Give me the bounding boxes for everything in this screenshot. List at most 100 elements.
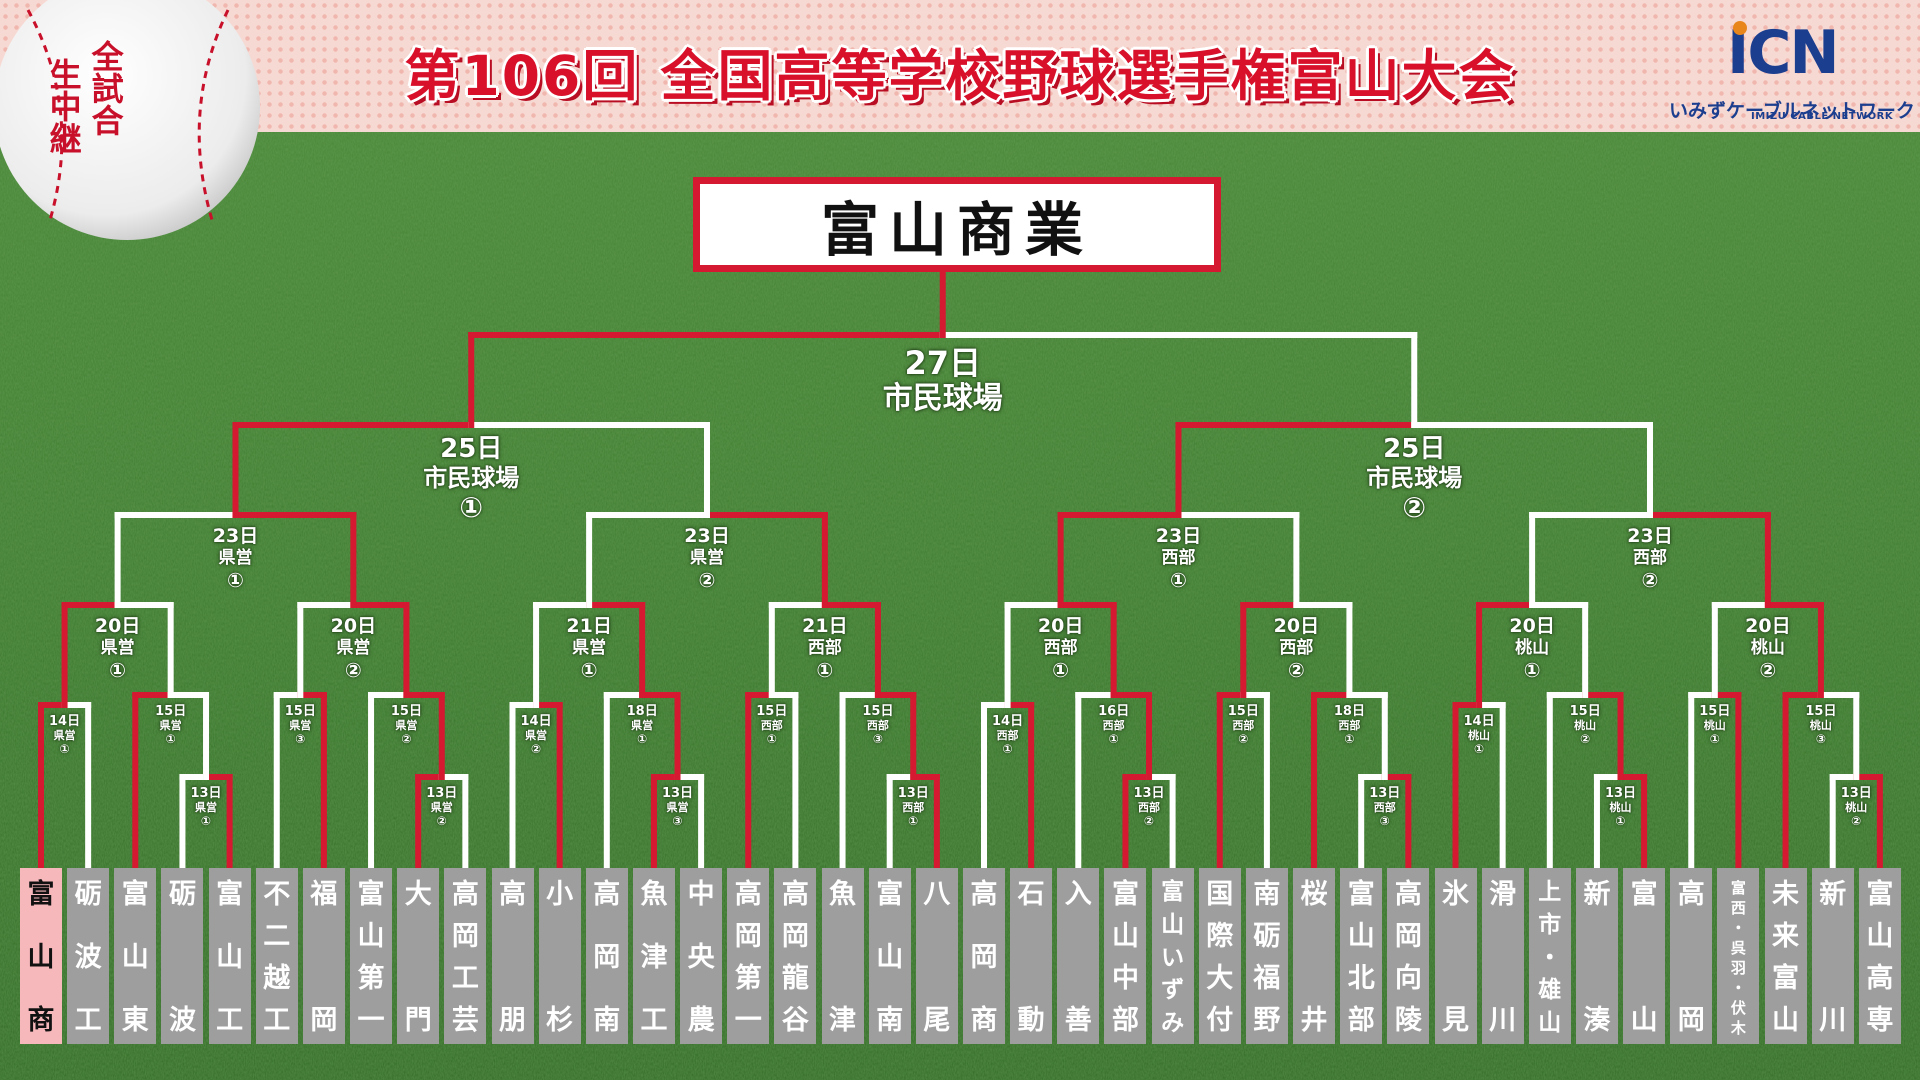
team-box: 富山北部	[1340, 868, 1383, 1044]
team-name-char: 山	[357, 921, 385, 952]
team-name-char: 向	[1394, 963, 1422, 994]
team-name-char: 富	[121, 879, 149, 910]
team-name-char: 富	[1772, 963, 1800, 994]
team-box: 不二越工	[255, 868, 298, 1044]
team-name-char: 川	[1819, 1005, 1847, 1036]
team-name-char: 岡	[1677, 1005, 1705, 1036]
team-box: 国際大付	[1198, 868, 1241, 1044]
match-label-num: ②	[1143, 813, 1155, 828]
team-box: 氷見	[1434, 868, 1477, 1044]
team-name-char: 八	[923, 879, 951, 910]
baseball-badge: 全試合 生中継	[0, 0, 265, 245]
team-name-char: 津	[640, 942, 668, 973]
team-name-char: 東	[121, 1005, 149, 1036]
team-name-char: 桜	[1300, 879, 1328, 910]
team-name-char: 高	[499, 879, 526, 910]
team-name-char: ・	[1730, 979, 1746, 997]
team-box: 高岡龍谷	[774, 868, 817, 1044]
match-label-date: 13日	[1133, 786, 1165, 801]
team-name-char: 農	[687, 1005, 715, 1036]
team-box: 小杉	[538, 868, 581, 1044]
team-box: 魚津工	[632, 868, 675, 1044]
match-label-venue: 西部	[1043, 637, 1078, 658]
team-name-char: 富	[1111, 879, 1139, 910]
team-name-char: 南	[593, 1005, 621, 1036]
match-label-date: 21日	[566, 615, 612, 637]
team-name-char: 岡	[451, 921, 479, 952]
match-label-venue: 桃山	[1515, 637, 1550, 658]
team-name-char: 小	[546, 879, 574, 910]
match-label-num: ①	[109, 658, 127, 683]
match-label-num: ①	[637, 731, 648, 746]
match-label-num: ①	[59, 741, 70, 756]
match-label-num: ①	[908, 813, 919, 828]
team-name-char: 高	[1677, 879, 1705, 910]
team-box: 富山中部	[1104, 868, 1147, 1044]
match-label-date: 13日	[897, 786, 929, 801]
match-label-date: 25日	[1383, 434, 1446, 464]
match-label-date: 13日	[1840, 786, 1872, 801]
team-name-char: 第	[734, 963, 762, 994]
team-box: 高岡商	[963, 868, 1005, 1044]
team-name-char: み	[1161, 1010, 1185, 1036]
team-name-char: 入	[1064, 879, 1092, 910]
team-name-char: ・	[1730, 919, 1746, 937]
team-box: 上市・雄山	[1528, 868, 1571, 1044]
team-name-char: 市	[1538, 911, 1562, 938]
match-label-date: 23日	[1627, 525, 1673, 547]
team-name-char: 氷	[1442, 879, 1469, 910]
match-label-venue: 桃山	[1703, 718, 1726, 732]
team-name-char: 善	[1064, 1005, 1092, 1036]
team-name-char: 北	[1347, 963, 1375, 994]
match-label-date: 25日	[440, 434, 503, 464]
team-box: 中央農	[680, 868, 723, 1044]
team-name-char: 福	[1253, 963, 1281, 994]
team-name-char: 山	[1347, 921, 1375, 952]
match-label-date: 23日	[1155, 525, 1202, 547]
match-label-num: ②	[1238, 731, 1249, 746]
match-label-num: ③	[872, 731, 883, 746]
team-name-char: 高	[1866, 963, 1894, 994]
header-banner: 第106回 全国高等学校野球選手権富山大会 ICN いみずケーブルネットワーク …	[0, 0, 1920, 132]
match-label-date: 21日	[802, 615, 848, 637]
team-name-char: 山	[1538, 1010, 1562, 1036]
match-label-num: ②	[401, 731, 412, 746]
match-label-num: ②	[1402, 491, 1427, 525]
match-label-num: ②	[344, 658, 362, 683]
match-label-num: ①	[1108, 731, 1119, 746]
match-label-venue: 桃山	[1609, 800, 1632, 814]
badge-text-1: 全試合	[86, 40, 125, 136]
team-name-char: 伏	[1730, 999, 1746, 1017]
match-label-num: ②	[1287, 658, 1305, 683]
team-name-char: 一	[734, 1005, 762, 1036]
team-name-char: 山	[1772, 1005, 1800, 1036]
match-label-date: 15日	[1569, 704, 1601, 719]
team-name-char: 商	[970, 1005, 998, 1036]
match-label-date: 23日	[212, 525, 259, 547]
match-label-num: ①	[816, 658, 834, 683]
team-name-char: 商	[27, 1005, 55, 1036]
match-label-date: 27日	[904, 344, 981, 382]
match-label-date: 18日	[626, 704, 658, 719]
match-label-num: ③	[1815, 731, 1826, 746]
team-name-char: 高	[970, 879, 998, 910]
match-label-date: 15日	[862, 704, 894, 719]
team-name-char: 羽	[1730, 959, 1746, 977]
match-label-date: 15日	[1227, 704, 1259, 719]
team-box: 高岡	[1670, 868, 1713, 1044]
champion-box: 富山商業	[693, 177, 1221, 272]
